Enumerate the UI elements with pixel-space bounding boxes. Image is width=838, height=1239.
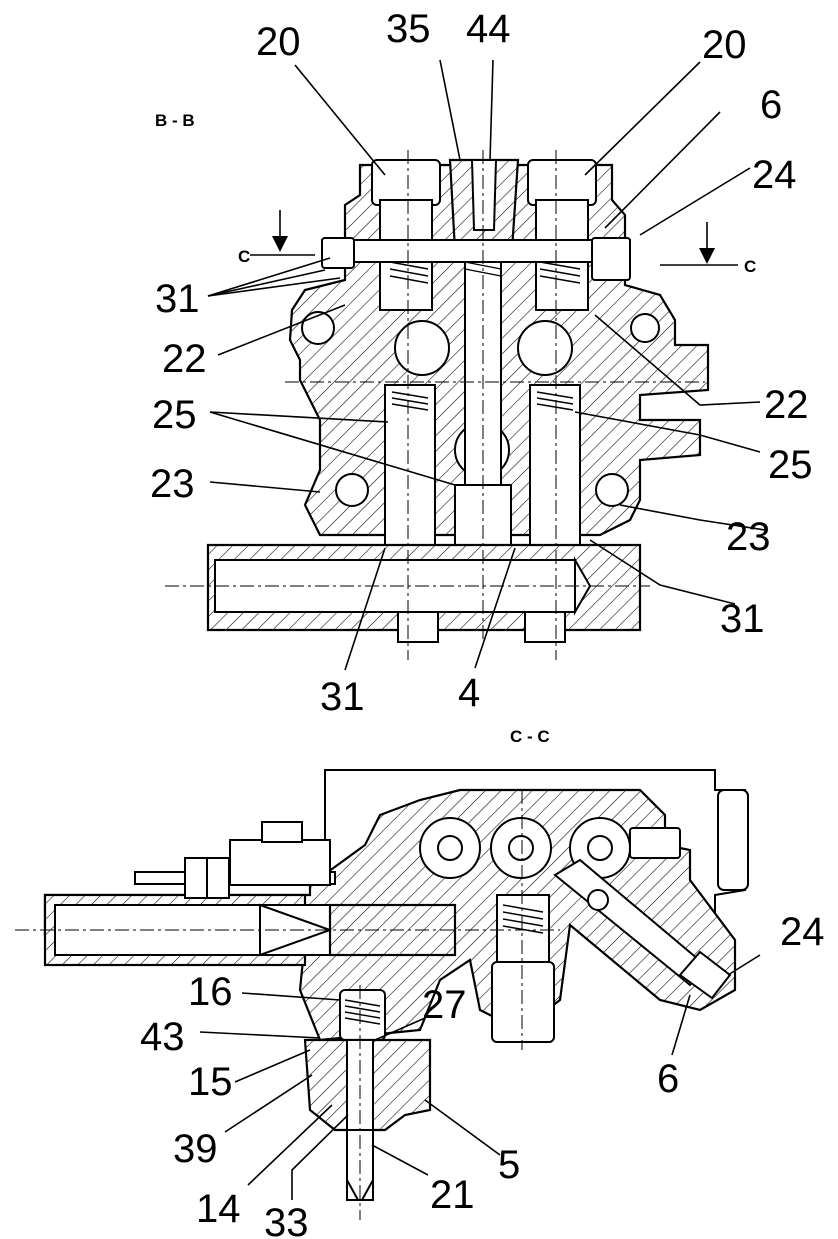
section-marker-c-left: C <box>238 247 250 266</box>
label-6-bottom: 6 <box>657 1057 679 1101</box>
mounting-hole-upper-left <box>301 311 335 345</box>
side-cap <box>717 789 749 891</box>
label-6-top: 6 <box>760 83 782 127</box>
nut-2 <box>206 857 230 899</box>
section-title-cc: C - C <box>510 727 550 746</box>
pin-head-left <box>321 237 355 269</box>
label-44: 44 <box>466 7 511 51</box>
mounting-hole-lower-left <box>335 473 369 507</box>
piston-right <box>529 384 581 546</box>
leader-lines-bb <box>207 59 766 671</box>
label-27: 27 <box>422 983 467 1027</box>
label-25-left: 25 <box>152 393 197 437</box>
plug-left <box>371 159 441 206</box>
nut-1 <box>184 857 208 899</box>
label-24-top: 24 <box>752 153 797 197</box>
small-hole <box>587 889 609 911</box>
boss-3-inner <box>587 835 613 861</box>
label-23-right: 23 <box>726 515 771 559</box>
spring-lower-left <box>391 391 429 411</box>
label-20-right: 20 <box>702 23 747 67</box>
label-23-left: 23 <box>150 462 195 506</box>
section-marker-c-right: C <box>744 257 756 276</box>
label-33: 33 <box>264 1201 309 1239</box>
label-35: 35 <box>386 7 431 51</box>
label-14: 14 <box>196 1187 241 1231</box>
label-31-upper: 31 <box>155 277 200 321</box>
pin-head-right <box>591 237 631 281</box>
cartridge-nut <box>491 961 555 1043</box>
right-pin <box>629 827 681 859</box>
section-cc-drawing <box>15 769 749 1220</box>
piston-left <box>384 384 436 546</box>
label-20-left: 20 <box>256 20 301 64</box>
valve-spring <box>344 999 381 1025</box>
port-left <box>397 611 439 643</box>
label-15: 15 <box>188 1060 233 1104</box>
section-bb-drawing <box>165 150 738 660</box>
label-25-right: 25 <box>768 443 813 487</box>
label-16: 16 <box>188 970 233 1014</box>
check-ball-right <box>517 320 573 376</box>
cartridge-spring <box>502 904 544 934</box>
rod-sleeve <box>229 839 331 886</box>
plug-right <box>527 159 597 206</box>
label-31-bottom: 31 <box>320 675 365 719</box>
label-31-right: 31 <box>720 597 765 641</box>
rod-cap <box>261 821 303 843</box>
label-21: 21 <box>430 1173 475 1217</box>
center-nozzle-bore <box>470 159 498 231</box>
section-title-bb: B - B <box>155 111 195 130</box>
label-5: 5 <box>498 1143 520 1187</box>
boss-2-inner <box>508 835 534 861</box>
boss-1-inner <box>437 835 463 861</box>
label-4: 4 <box>458 671 480 715</box>
label-22-left: 22 <box>162 337 207 381</box>
leader-lines-cc <box>199 954 761 1200</box>
label-22-right: 22 <box>764 383 809 427</box>
mounting-hole-upper-right <box>630 313 660 343</box>
label-24-bottom: 24 <box>780 910 825 954</box>
check-ball-left <box>394 320 450 376</box>
spring-lower-right <box>536 391 574 411</box>
label-43: 43 <box>140 1015 185 1059</box>
label-39: 39 <box>173 1127 218 1171</box>
cross-pin <box>321 239 631 263</box>
port-right <box>524 611 566 643</box>
diagonal-plug <box>678 950 732 1000</box>
mounting-hole-lower-right <box>595 473 629 507</box>
